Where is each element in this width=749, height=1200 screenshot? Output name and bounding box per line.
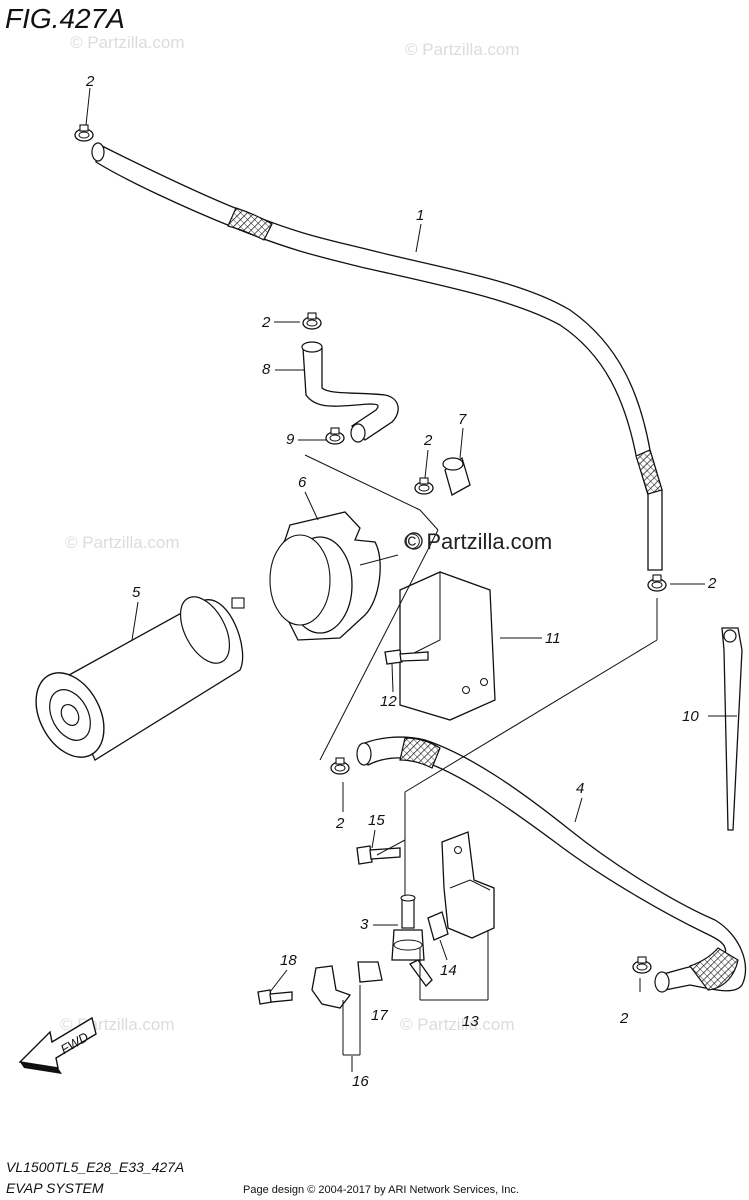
callouts: 2 1 2 8 9 2 7 6 2 5 11 12 10 4 2 15 3 18… bbox=[85, 73, 717, 1090]
hose-8 bbox=[301, 341, 399, 443]
clip-14 bbox=[427, 911, 449, 941]
callout-2: 2 bbox=[335, 815, 345, 832]
callout-12: 12 bbox=[380, 693, 397, 710]
figure-subtitle: EVAP SYSTEM bbox=[6, 1180, 104, 1196]
center-watermark: © Partzilla.com bbox=[404, 529, 552, 554]
hose-clamp-icon bbox=[74, 124, 94, 142]
callout-8: 8 bbox=[262, 361, 271, 378]
bolt-12 bbox=[384, 649, 429, 665]
callout-13: 13 bbox=[462, 1013, 479, 1030]
valve-3 bbox=[391, 894, 433, 987]
hose-clamp-icon bbox=[414, 477, 434, 495]
callout-2: 2 bbox=[261, 314, 271, 331]
callout-16: 16 bbox=[352, 1073, 369, 1090]
callout-15: 15 bbox=[368, 812, 385, 829]
watermark-text-center: © Partzilla.com bbox=[404, 529, 552, 554]
canister-5 bbox=[35, 596, 245, 761]
figure-title: FIG.427A bbox=[5, 3, 125, 34]
callout-5: 5 bbox=[132, 584, 141, 601]
model-code: VL1500TL5_E28_E33_427A bbox=[6, 1159, 184, 1175]
callout-18: 18 bbox=[280, 952, 297, 969]
callout-9: 9 bbox=[286, 431, 295, 448]
tie-band-10 bbox=[721, 627, 743, 831]
callout-2: 2 bbox=[619, 1010, 629, 1027]
hose-clamp-icon bbox=[330, 757, 350, 775]
fwd-arrow-icon: FWD bbox=[18, 1016, 97, 1074]
cover-11 bbox=[399, 571, 496, 721]
callout-2: 2 bbox=[85, 73, 95, 90]
copyright-footer: Page design © 2004-2017 by ARI Network S… bbox=[243, 1184, 519, 1196]
hose-clamp-icon bbox=[325, 427, 345, 445]
bracket-13 bbox=[441, 831, 495, 939]
callout-17: 17 bbox=[371, 1007, 388, 1024]
callout-1: 1 bbox=[416, 207, 424, 224]
callout-14: 14 bbox=[440, 962, 457, 979]
callout-2: 2 bbox=[423, 432, 433, 449]
callout-10: 10 bbox=[682, 708, 699, 725]
clamp-16 bbox=[257, 961, 383, 1009]
leader-lines bbox=[304, 454, 737, 1056]
watermark-text: © Partzilla.com bbox=[65, 533, 180, 552]
hose-7 bbox=[442, 456, 471, 496]
callout-3: 3 bbox=[360, 916, 369, 933]
holder-6 bbox=[269, 511, 381, 641]
hose-4 bbox=[356, 736, 747, 993]
hose-clamp-icon bbox=[302, 312, 322, 330]
callout-6: 6 bbox=[298, 474, 307, 491]
callout-2: 2 bbox=[707, 575, 717, 592]
hose-1 bbox=[91, 142, 663, 571]
watermark-text: © Partzilla.com bbox=[405, 40, 520, 59]
callout-7: 7 bbox=[458, 411, 467, 428]
hose-clamp-icon bbox=[647, 574, 667, 592]
watermark-text: © Partzilla.com bbox=[70, 33, 185, 52]
watermark-text: © Partzilla.com bbox=[400, 1015, 515, 1034]
callout-11: 11 bbox=[545, 630, 561, 647]
callout-4: 4 bbox=[576, 780, 584, 797]
hose-clamp-icon bbox=[632, 956, 652, 974]
bolt-15 bbox=[356, 845, 401, 865]
